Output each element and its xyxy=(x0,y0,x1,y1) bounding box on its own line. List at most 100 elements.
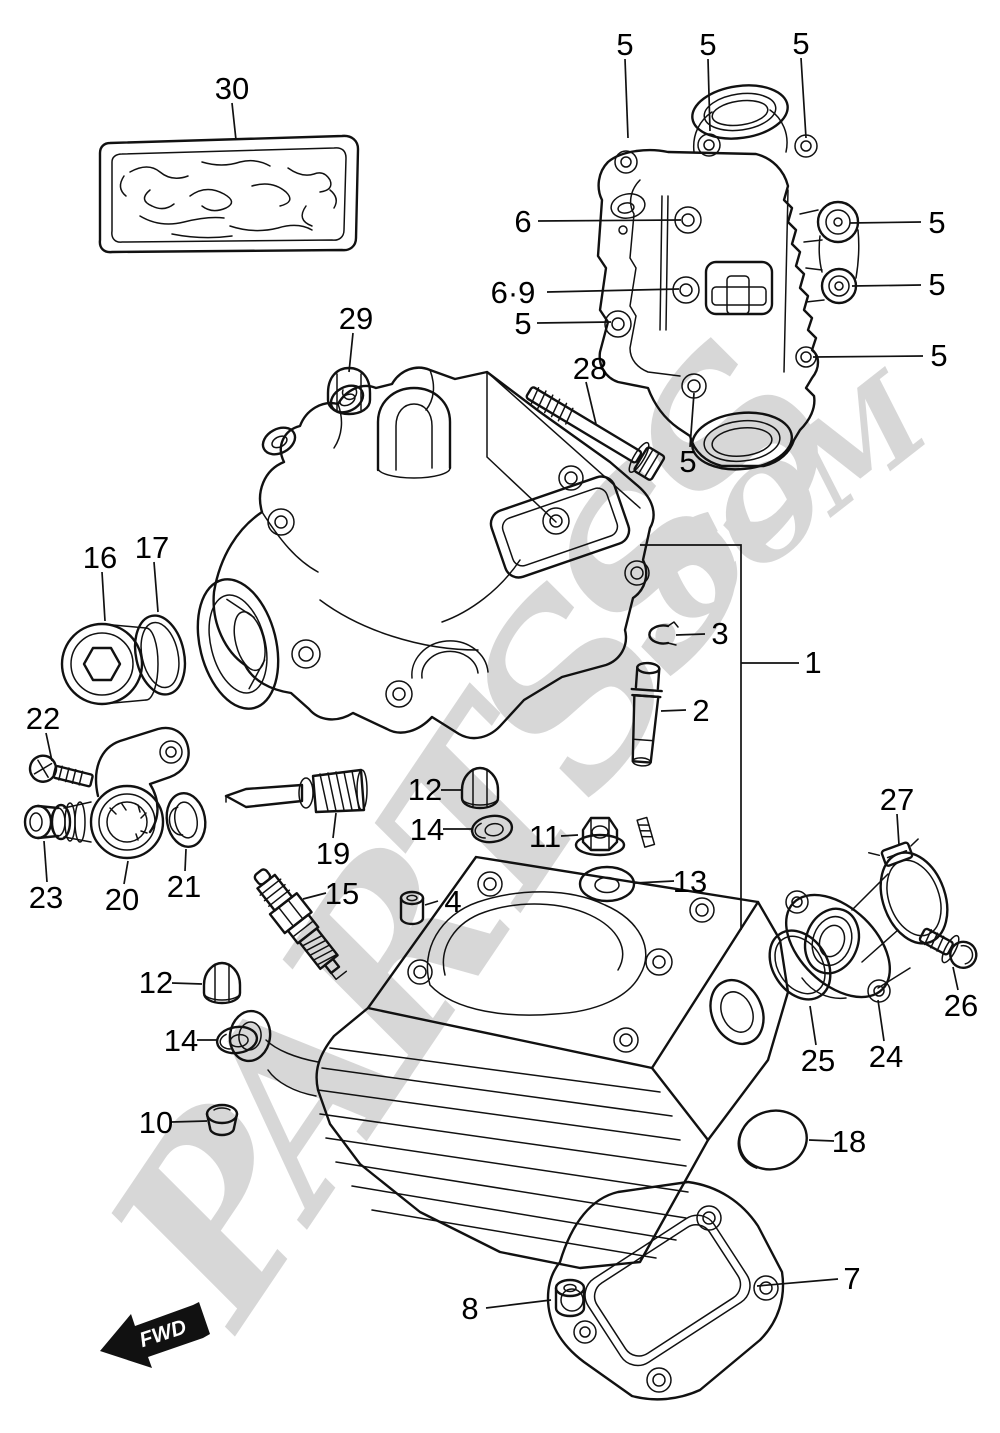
part-label-21: 21 xyxy=(167,869,201,904)
part-label-15: 15 xyxy=(325,876,359,911)
leader-line-3 xyxy=(675,633,706,636)
part-27-clamp xyxy=(868,838,949,945)
leader-line-11 xyxy=(560,834,579,837)
part-14-washer-upper xyxy=(470,814,514,844)
part-13-washer xyxy=(578,865,636,903)
part-label-12: 12 xyxy=(408,772,442,807)
part-label-3: 3 xyxy=(711,616,728,651)
leader-line-24 xyxy=(877,999,885,1042)
leader-line-28 xyxy=(585,381,597,425)
part-label-23: 23 xyxy=(29,880,63,915)
part-label-5: 5 xyxy=(928,267,945,302)
leader-line-13 xyxy=(634,880,675,884)
leader-line-5 xyxy=(800,57,807,139)
part-label-27: 27 xyxy=(880,782,914,817)
part-label-13: 13 xyxy=(673,864,707,899)
part-label-30: 30 xyxy=(215,71,249,106)
part-label-5: 5 xyxy=(699,27,716,62)
leader-line-26 xyxy=(952,966,959,991)
leader-line-1 xyxy=(640,544,742,930)
part-2-valve-guide xyxy=(630,661,663,767)
part-10-plug xyxy=(205,1103,239,1137)
part-label-11: 11 xyxy=(529,819,561,854)
part-label-14: 14 xyxy=(410,812,444,847)
part-cylinder-head xyxy=(228,816,790,1270)
leader-line-27 xyxy=(896,813,900,846)
leader-line-6·9 xyxy=(546,288,680,293)
part-label-29: 29 xyxy=(339,301,373,336)
leader-line-5 xyxy=(849,221,922,224)
part-label-5: 5 xyxy=(792,26,809,61)
part-label-5: 5 xyxy=(930,338,947,373)
leader-line-29 xyxy=(348,332,354,373)
part-label-4: 4 xyxy=(444,884,461,919)
part-label-16: 16 xyxy=(83,540,117,575)
leader-line-5 xyxy=(851,284,922,287)
part-label-18: 18 xyxy=(832,1124,866,1159)
leader-line-5 xyxy=(812,355,924,358)
part-label-5: 5 xyxy=(514,306,531,341)
part-label-5: 5 xyxy=(679,444,696,479)
cover-bolt-holes xyxy=(604,133,818,399)
part-4-sleeve xyxy=(399,890,425,926)
cover-side-bracket xyxy=(799,200,860,305)
leader-line-7 xyxy=(756,1278,839,1287)
part-17-o-ring xyxy=(133,614,187,696)
leader-line-6 xyxy=(537,219,682,222)
fwd-arrow-icon: FWD xyxy=(100,1302,210,1368)
part-label-2: 2 xyxy=(692,693,709,728)
part-22-screw xyxy=(28,754,94,788)
part-label-6: 6 xyxy=(514,204,531,239)
leader-line-5 xyxy=(624,58,629,139)
part-label-17: 17 xyxy=(135,530,169,565)
part-cylinder-head-cover-top-view xyxy=(596,84,860,471)
part-18-cap xyxy=(737,1109,808,1171)
leader-line-21 xyxy=(184,848,187,872)
part-12-cap-nut-upper xyxy=(460,766,500,810)
part-label-10: 10 xyxy=(139,1105,173,1140)
leader-line-5 xyxy=(689,392,695,448)
part-label-8: 8 xyxy=(461,1291,478,1326)
part-20-housing xyxy=(50,726,190,860)
leader-line-15 xyxy=(302,892,327,900)
part-24-intake-flange xyxy=(784,873,899,1003)
part-label-12: 12 xyxy=(139,965,173,1000)
part-label-5: 5 xyxy=(928,205,945,240)
part-12-cap-nut-lower xyxy=(202,961,242,1005)
part-label-6·9: 6·9 xyxy=(491,275,536,310)
leader-line-25 xyxy=(809,1005,817,1046)
leader-line-17 xyxy=(153,561,159,613)
part-21-seal xyxy=(165,792,207,848)
leader-line-2 xyxy=(660,709,687,712)
leader-line-5 xyxy=(707,58,711,132)
part-23-plug xyxy=(23,804,66,840)
part-label-19: 19 xyxy=(316,836,350,871)
part-label-14: 14 xyxy=(164,1023,198,1058)
leader-line-23 xyxy=(43,840,48,883)
part-11-flange-nut xyxy=(574,816,626,857)
part-label-28: 28 xyxy=(573,351,607,386)
cooling-fins xyxy=(317,1047,689,1259)
leader-line-5 xyxy=(536,321,612,324)
part-30-gasket xyxy=(98,134,360,254)
part-8-dowel xyxy=(554,1278,586,1318)
part-label-26: 26 xyxy=(944,988,978,1023)
part-15-spark-plug xyxy=(253,868,348,981)
leader-line-18 xyxy=(808,1139,835,1142)
leader-line-12 xyxy=(171,982,203,985)
leader-line-30 xyxy=(231,102,237,141)
part-label-24: 24 xyxy=(869,1039,903,1074)
part-26-bolt xyxy=(877,927,978,989)
part-label-25: 25 xyxy=(801,1043,835,1078)
watermark: PARTSSS .COM xyxy=(52,305,955,1368)
part-label-1: 1 xyxy=(804,645,821,680)
leader-line-22 xyxy=(45,732,53,762)
part-label-5: 5 xyxy=(616,27,633,62)
leader-line-4 xyxy=(424,900,439,906)
part-label-22: 22 xyxy=(26,701,60,736)
part-valve-cover xyxy=(196,366,655,740)
part-28-bolt xyxy=(525,386,666,481)
part-3-circlip xyxy=(648,621,679,646)
